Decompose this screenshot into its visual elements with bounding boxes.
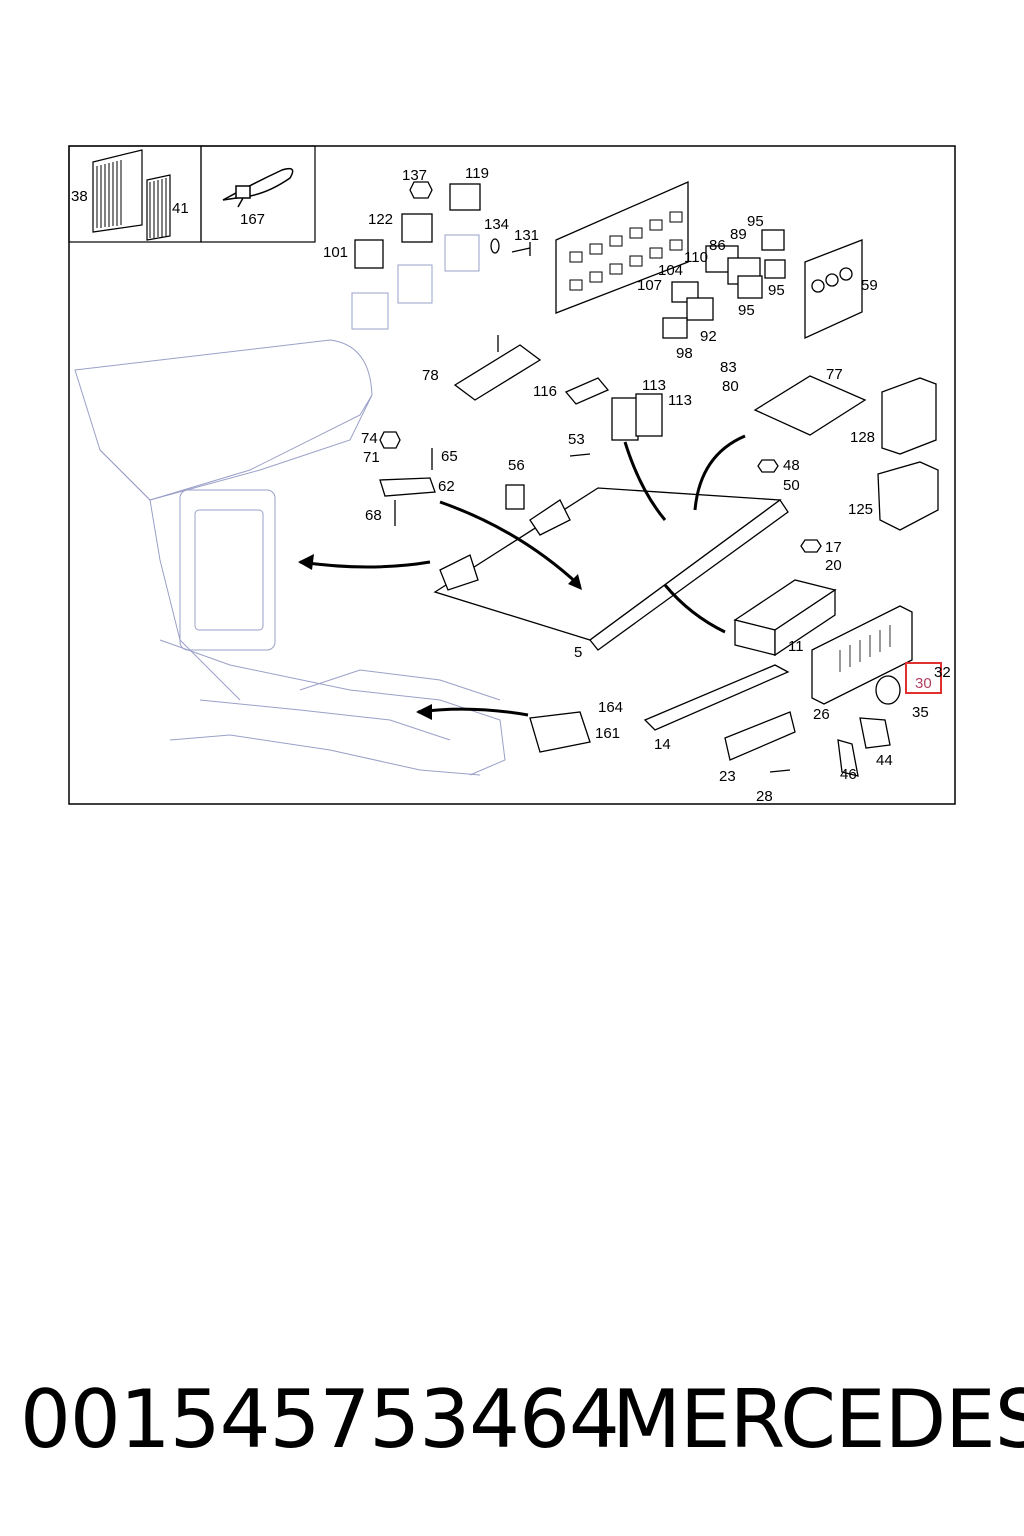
- callout-label: 38: [71, 188, 88, 205]
- callout-label: 95: [747, 213, 764, 230]
- callout-label: 59: [861, 277, 878, 294]
- terminal-block: [379, 431, 822, 553]
- callout-label-highlighted: 30: [915, 675, 932, 692]
- callout-label: 11: [788, 638, 804, 655]
- callout-label: 14: [654, 736, 671, 753]
- callout-label: 20: [825, 557, 842, 574]
- callout-label: 26: [813, 706, 830, 723]
- callout-label: 107: [637, 277, 662, 294]
- callout-label: 62: [438, 478, 455, 495]
- callout-label: 113: [642, 377, 666, 394]
- callout-label: 131: [514, 227, 539, 244]
- callout-label: 92: [700, 328, 717, 345]
- callout-label: 35: [912, 704, 929, 721]
- callout-label: 86: [709, 237, 726, 254]
- callout-label: 68: [365, 507, 382, 524]
- diagram-frame: [68, 145, 956, 805]
- callout-label: 77: [826, 366, 843, 383]
- callout-label: 104: [658, 262, 683, 279]
- callout-label: 113: [668, 392, 692, 409]
- callout-label: 89: [730, 226, 747, 243]
- callout-label: 164: [598, 699, 623, 716]
- dashboard-outline: [74, 339, 506, 776]
- callout-label: 71: [363, 449, 380, 466]
- callout-label: 80: [722, 378, 739, 395]
- callout-label: 95: [768, 282, 785, 299]
- callout-label: 50: [783, 477, 800, 494]
- callout-label: 83: [720, 359, 737, 376]
- callout-label: 125: [848, 501, 873, 518]
- callout-label: 116: [533, 383, 557, 400]
- callout-label: 122: [368, 211, 393, 228]
- callout-label: 95: [738, 302, 755, 319]
- side-modules: [877, 377, 939, 531]
- callout-label: 41: [172, 200, 189, 217]
- callout-label: 28: [756, 788, 773, 805]
- exploded-parts-diagram: 38 41 167 137 119 122 134 131 101 95 89 …: [68, 145, 956, 805]
- callout-label: 23: [719, 768, 736, 785]
- callout-label: 134: [484, 216, 509, 233]
- relay-sockets-faint: [351, 234, 480, 330]
- arrow-heads: [298, 554, 582, 720]
- lower-parts: [529, 664, 891, 777]
- callout-label: 119: [465, 165, 489, 182]
- callout-label: 65: [441, 448, 458, 465]
- label-sheet-part: [92, 149, 171, 241]
- callout-label: 44: [876, 752, 893, 769]
- cable-tie-part: [222, 167, 294, 208]
- callout-label: 128: [850, 429, 875, 446]
- part-number: 00154575346​4: [20, 1373, 620, 1466]
- fuse-board-panel: [555, 181, 786, 339]
- dual-relay: [611, 393, 663, 441]
- holder-bracket: [753, 375, 867, 436]
- control-module: [564, 377, 610, 405]
- callout-label: 48: [783, 457, 800, 474]
- callout-label: 74: [361, 430, 378, 447]
- callout-label: 161: [595, 725, 620, 742]
- callout-label: 53: [568, 431, 585, 448]
- side-bracket: [733, 579, 837, 657]
- callout-label: 56: [508, 457, 525, 474]
- callout-label: 17: [825, 539, 842, 556]
- relay-parts: [354, 181, 531, 269]
- callout-label: 78: [422, 367, 439, 384]
- callout-label: 32: [934, 664, 951, 681]
- callout-label: 167: [240, 211, 265, 228]
- callout-label: 137: [402, 167, 427, 184]
- callout-label: 110: [684, 249, 708, 266]
- footer-caption: 00154575346​4 MERCEDES: [0, 1365, 1024, 1475]
- callout-label: 101: [323, 244, 348, 261]
- callout-label: 5: [574, 644, 582, 661]
- inset-box-cable-tie: [200, 145, 316, 243]
- bracket-part: [453, 335, 542, 401]
- callout-label: 98: [676, 345, 693, 362]
- callout-label: 46: [840, 766, 857, 783]
- connector-plate: [804, 239, 863, 340]
- control-unit: [811, 605, 913, 705]
- highlight-box: [905, 662, 942, 694]
- callout-labels: 38 41 167 137 119 122 134 131 101 95 89 …: [71, 165, 951, 805]
- brand-name: MERCEDES: [612, 1373, 1024, 1466]
- main-tray: [433, 487, 789, 651]
